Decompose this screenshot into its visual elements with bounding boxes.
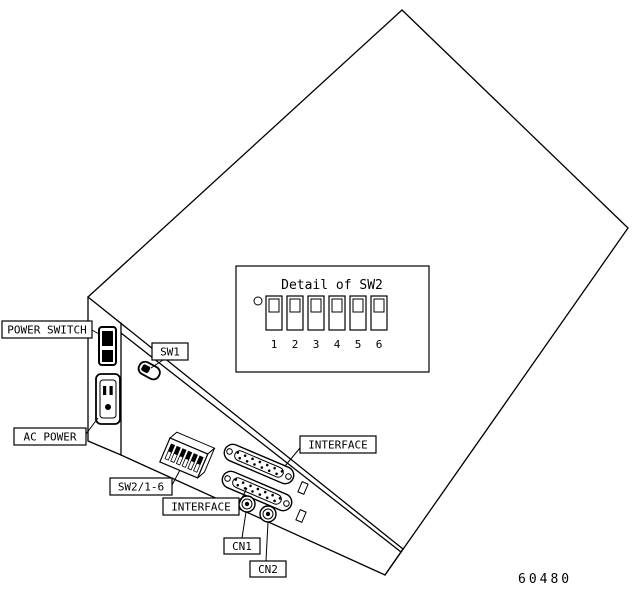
power-switch-label: POWER SWITCH bbox=[7, 324, 86, 337]
callout-sw2: SW2/1-6 bbox=[109, 469, 181, 496]
front-top-edge-thickness bbox=[120, 332, 402, 553]
sw1-label-box bbox=[151, 342, 189, 361]
ac-inlet-ground-hole bbox=[105, 404, 111, 410]
right-edge bbox=[384, 227, 629, 576]
dip-number-2: 2 bbox=[292, 338, 299, 351]
interface-upper-bracket bbox=[297, 481, 309, 495]
cn1-label-box bbox=[223, 537, 261, 555]
interface-lower-label: INTERFACE bbox=[171, 501, 231, 514]
cn1-leader bbox=[241, 511, 247, 539]
sw2-switch-bars bbox=[164, 443, 204, 473]
sw2-label: SW2/1-6 bbox=[118, 481, 164, 494]
dip-number-5: 5 bbox=[355, 338, 362, 351]
callout-interface-lower: INTERFACE bbox=[162, 487, 248, 516]
front-top-edge bbox=[87, 296, 404, 550]
callout-ac-power: AC POWER bbox=[13, 417, 99, 446]
interface-upper-leader bbox=[284, 447, 301, 467]
connector-opening bbox=[234, 450, 284, 478]
cn2-leader bbox=[265, 521, 269, 562]
callout-interface-upper: INTERFACE bbox=[284, 435, 377, 467]
detail-orientation-dot bbox=[253, 296, 263, 306]
pin-row bbox=[234, 478, 282, 503]
ac-inlet-prong-right bbox=[109, 386, 113, 395]
sw2-label-box bbox=[109, 477, 173, 496]
sw2-leader bbox=[171, 469, 181, 486]
cn2-label-box bbox=[249, 560, 287, 578]
detail-dip-numbers: 1 2 3 4 5 6 bbox=[271, 338, 383, 351]
power-switch-component bbox=[98, 326, 117, 366]
sw2-dip-block bbox=[159, 431, 216, 479]
top-left-edge bbox=[87, 9, 403, 298]
front-right-cap-edge bbox=[384, 548, 404, 576]
top-right-edge bbox=[401, 9, 629, 229]
callout-cn1: CN1 bbox=[223, 511, 261, 555]
screw-hole-left bbox=[224, 475, 231, 482]
power-switch-rocker-bottom bbox=[102, 350, 113, 362]
figure-number: 60480 bbox=[518, 572, 572, 587]
power-switch-rocker-top bbox=[102, 331, 113, 346]
cn2-core bbox=[265, 511, 271, 517]
interface-upper-label: INTERFACE bbox=[308, 439, 368, 452]
sw1-label: SW1 bbox=[160, 346, 180, 359]
ac-inlet-prong-left bbox=[103, 386, 107, 395]
power-switch-leader bbox=[91, 329, 100, 335]
connector-opening bbox=[232, 477, 282, 505]
enclosure-outline bbox=[87, 9, 629, 576]
dip-number-4: 4 bbox=[334, 338, 341, 351]
sw1-knob bbox=[141, 364, 151, 373]
left-face-bottom-edge bbox=[87, 440, 122, 456]
callout-power-switch: POWER SWITCH bbox=[1, 320, 100, 339]
interface-connector-lower bbox=[221, 470, 293, 512]
power-switch-label-box bbox=[1, 320, 93, 339]
dip-number-3: 3 bbox=[313, 338, 320, 351]
dip-number-6: 6 bbox=[376, 338, 383, 351]
detail-panel-title: Detail of SW2 bbox=[281, 278, 383, 293]
interface-lower-bracket bbox=[295, 509, 307, 523]
screw-hole-left bbox=[226, 448, 233, 455]
cn2-label: CN2 bbox=[258, 563, 278, 576]
cn1-core bbox=[244, 501, 250, 507]
detail-dip-switches bbox=[265, 295, 388, 331]
cn2-connector bbox=[259, 505, 277, 523]
front-bottom-edge bbox=[120, 454, 386, 576]
interface-lower-leader bbox=[238, 487, 248, 505]
pin-row bbox=[236, 451, 284, 476]
dip-number-1: 1 bbox=[271, 338, 278, 351]
interface-lower-label-box bbox=[162, 497, 240, 516]
screw-hole-right bbox=[285, 473, 292, 480]
interface-connector-upper bbox=[223, 443, 295, 485]
cn1-label: CN1 bbox=[232, 540, 252, 553]
sw1-leader bbox=[150, 359, 164, 369]
ac-power-label-box bbox=[13, 427, 87, 446]
interface-upper-label-box bbox=[299, 435, 377, 454]
ac-inlet-inner bbox=[99, 379, 117, 419]
callout-cn2: CN2 bbox=[249, 521, 287, 578]
sw2-detail-panel: Detail of SW2 1 2 3 4 5 6 bbox=[235, 265, 430, 373]
screw-hole-right bbox=[283, 500, 290, 507]
ac-power-label: AC POWER bbox=[24, 431, 77, 444]
ac-power-leader bbox=[85, 417, 99, 435]
ac-power-inlet bbox=[95, 373, 121, 425]
callout-sw1: SW1 bbox=[150, 342, 189, 369]
